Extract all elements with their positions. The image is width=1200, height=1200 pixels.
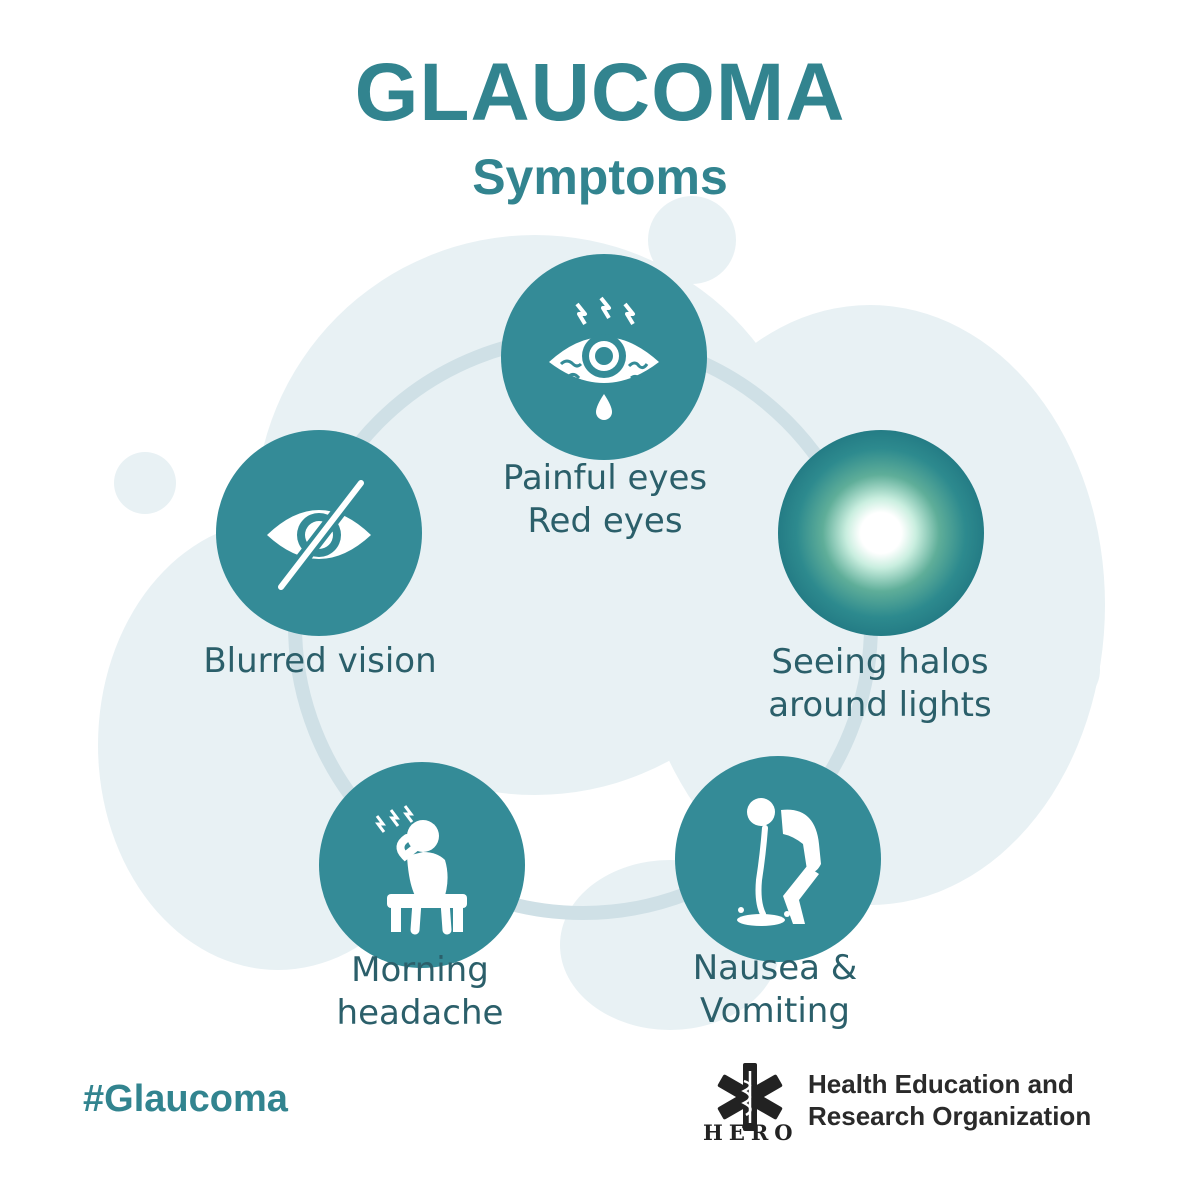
symptom-label-line: Nausea & <box>692 948 858 988</box>
symptom-label-line: headache <box>336 993 504 1033</box>
symptom-label-line: Seeing halos <box>771 642 989 682</box>
light-halo-icon <box>881 533 882 534</box>
organization-name-line: Research Organization <box>808 1101 1092 1131</box>
organization-name-line: Health Education and <box>808 1069 1074 1099</box>
organization-name: Health Education and Research Organizati… <box>808 1068 1091 1132</box>
background-dot-right <box>1030 635 1100 705</box>
symptom-label-painful-eyes: Painful eyes Red eyes <box>440 457 770 543</box>
page-subtitle: Symptoms <box>472 149 728 205</box>
headache-person-icon <box>375 805 467 935</box>
symptom-label-line: Vomiting <box>700 991 850 1031</box>
symptom-label-line: Red eyes <box>527 501 683 541</box>
vomiting-person-icon <box>737 798 821 926</box>
symptom-label-line: around lights <box>768 685 992 725</box>
symptom-node-halos <box>778 430 984 636</box>
page-title: GLAUCOMA <box>354 47 846 138</box>
red-painful-eye-icon <box>549 296 659 420</box>
symptom-label-line: Painful eyes <box>502 458 708 498</box>
symptom-node-painful-eyes <box>501 254 707 460</box>
eye-slash-icon <box>267 476 371 594</box>
symptom-node-blurred-vision <box>216 430 422 636</box>
hashtag: #Glaucoma <box>83 1078 288 1120</box>
symptom-label-halos: Seeing halos around lights <box>730 641 1030 727</box>
symptom-label-headache: Morning headache <box>280 949 560 1035</box>
background-dot-small-left <box>114 452 176 514</box>
symptom-node-headache <box>319 762 525 968</box>
background-dot-small-top <box>648 196 736 284</box>
symptom-node-nausea <box>675 756 881 962</box>
symptom-label-line: Blurred vision <box>203 641 437 681</box>
symptom-label-blurred-vision: Blurred vision <box>170 640 470 683</box>
org-abbreviation: HERO <box>703 1120 799 1145</box>
star-of-life-icon <box>717 1063 783 1131</box>
symptom-label-line: Morning <box>351 950 489 990</box>
symptom-label-nausea: Nausea & Vomiting <box>640 947 910 1033</box>
hero-logo <box>716 1063 784 1131</box>
